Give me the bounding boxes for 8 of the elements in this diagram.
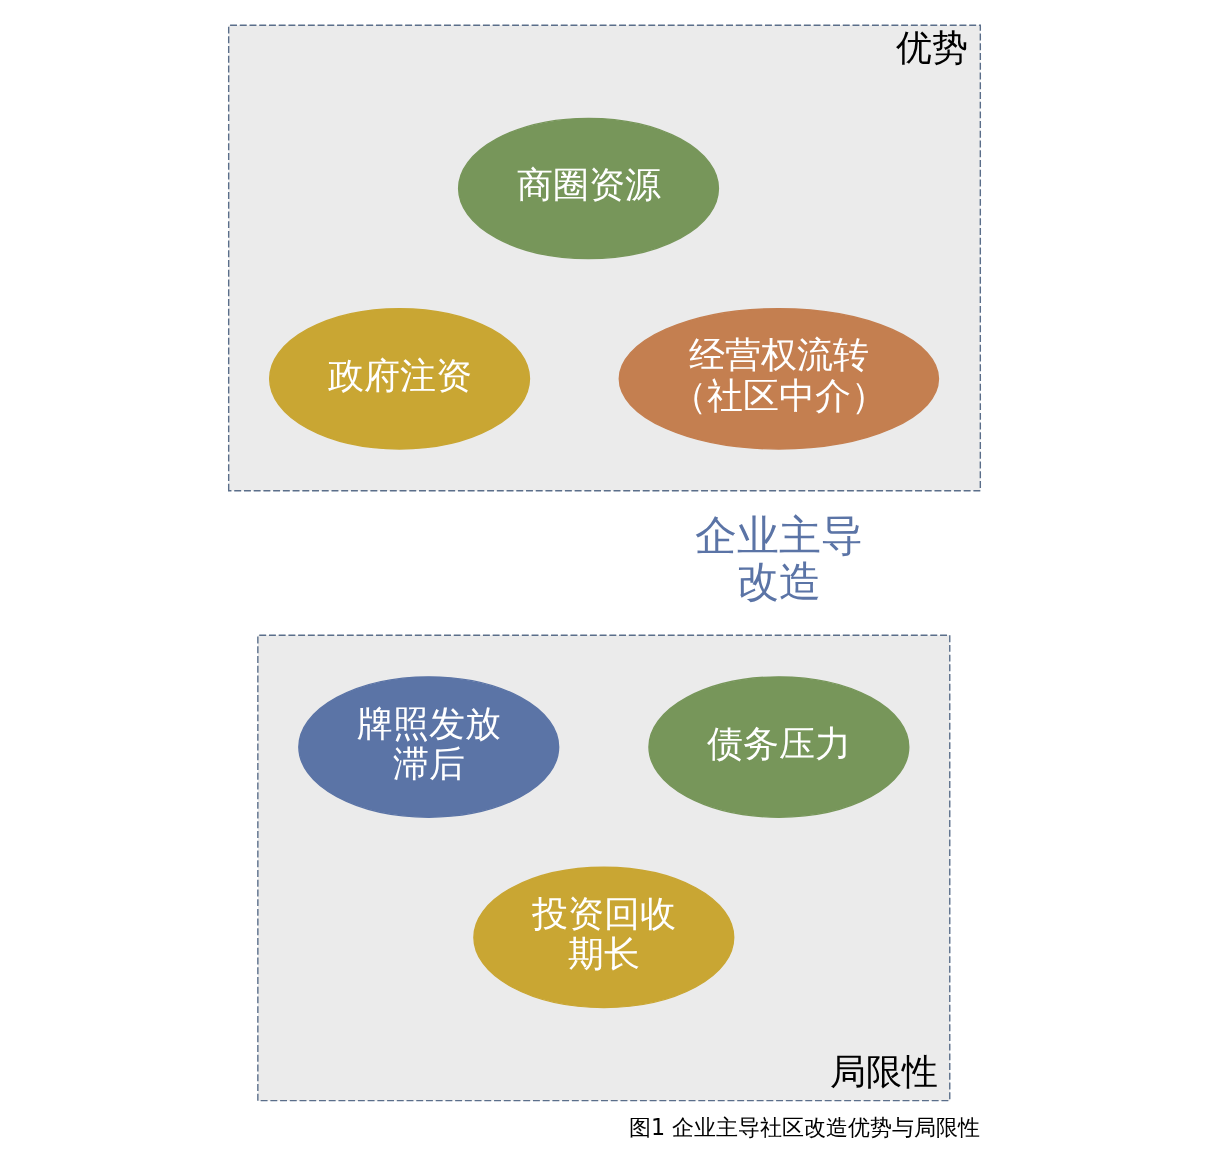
node-ellipse: 债务压力 <box>648 676 910 818</box>
node-ellipse: 经营权流转（社区中介） <box>618 308 940 450</box>
node-text: 企业主导改造 <box>694 511 863 607</box>
node-ellipse: 政府注资 <box>268 308 531 450</box>
caption: 图1 企业主导社区改造优势与局限性 <box>628 1114 981 1141</box>
node-ellipse: 商圈资源 <box>457 117 720 260</box>
node-ellipse: 投资回收期长 <box>473 866 735 1009</box>
node-ellipse: 牌照发放滞后 <box>298 676 560 818</box>
